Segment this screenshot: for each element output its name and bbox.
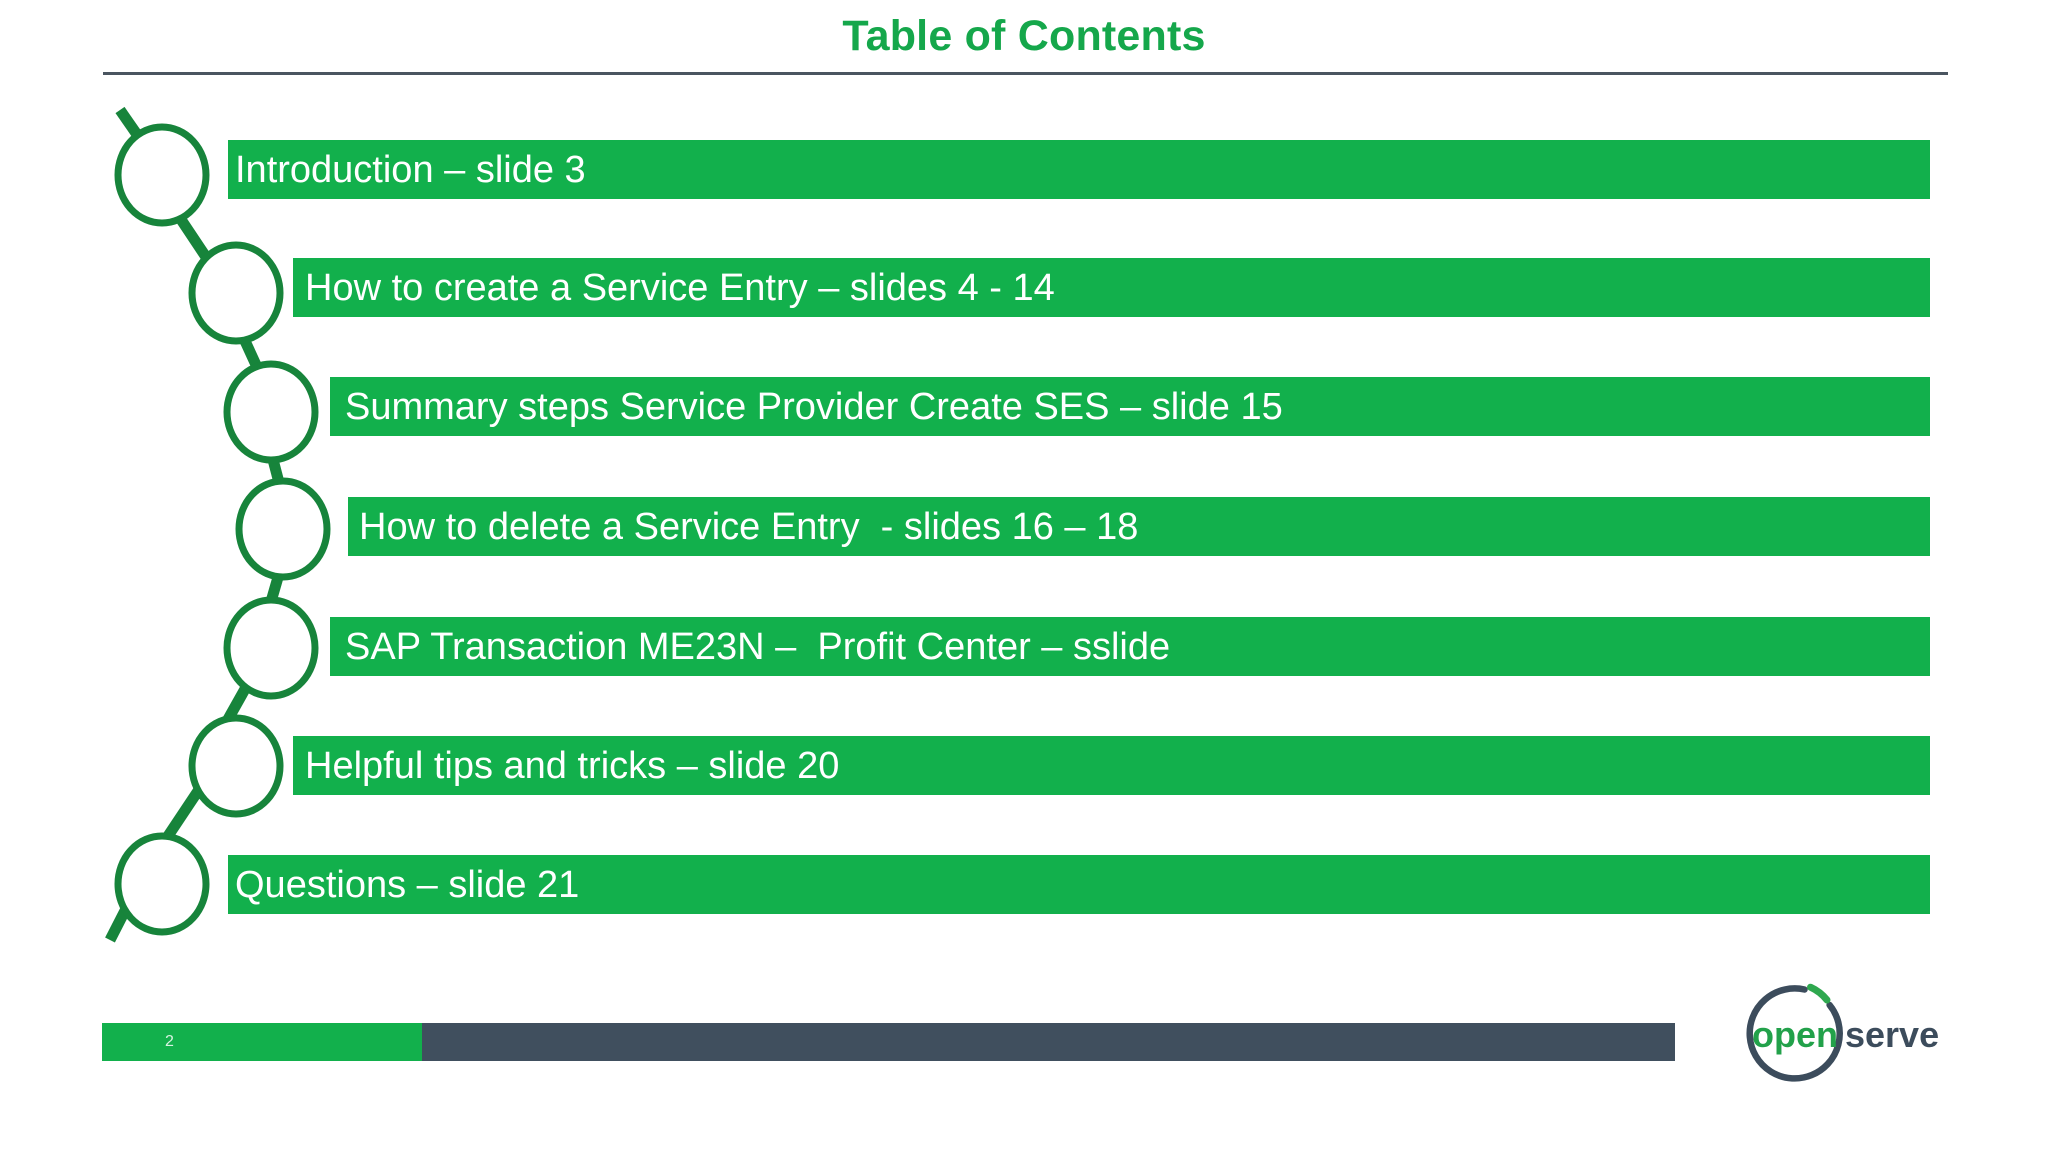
toc-item-create-service-entry[interactable]: How to create a Service Entry – slides 4… — [293, 258, 1930, 317]
toc-bar — [228, 855, 1930, 914]
toc-item-questions[interactable]: Questions – slide 21 — [228, 855, 1930, 914]
logo-word-serve: serve — [1845, 1014, 1939, 1055]
page-title: Table of Contents — [842, 12, 1206, 60]
toc-item-delete-service-entry[interactable]: How to delete a Service Entry - slides 1… — [348, 497, 1930, 556]
openserve-logo: open serve — [1746, 983, 1939, 1082]
toc-item-helpful-tips[interactable]: Helpful tips and tricks – slide 20 — [293, 736, 1930, 795]
footer-progress-filled: 2 — [102, 1023, 422, 1061]
title-divider — [103, 72, 1948, 75]
logo-word-open: open — [1752, 1014, 1838, 1055]
toc-bar — [293, 736, 1930, 795]
footer-progress-remaining — [422, 1023, 1675, 1061]
toc-item-summary-steps[interactable]: Summary steps Service Provider Create SE… — [330, 377, 1930, 436]
toc-item-label: How to create a Service Entry – slides 4… — [305, 266, 1055, 309]
toc-item-label: SAP Transaction ME23N – Profit Center – … — [345, 625, 1171, 668]
logo-ring-icon — [1746, 985, 1843, 1082]
page-number: 2 — [165, 1033, 174, 1050]
toc-item-label: How to delete a Service Entry - slides 1… — [359, 505, 1139, 548]
toc-bar — [228, 140, 1930, 199]
toc-item-label: Summary steps Service Provider Create SE… — [345, 385, 1283, 428]
toc-item-introduction[interactable]: Introduction – slide 3 — [228, 140, 1930, 199]
toc-bar — [293, 258, 1930, 317]
toc-item-sap-transaction[interactable]: SAP Transaction ME23N – Profit Center – … — [330, 617, 1930, 676]
footer-progress-bar: 2 — [102, 1023, 1675, 1061]
toc-bar — [330, 377, 1930, 436]
toc-item-label: Questions – slide 21 — [235, 863, 580, 906]
toc-list: Introduction – slide 3 How to create a S… — [228, 140, 1930, 914]
toc-item-label: Helpful tips and tricks – slide 20 — [305, 744, 840, 787]
toc-bar — [348, 497, 1930, 556]
toc-bar — [330, 617, 1930, 676]
toc-item-label: Introduction – slide 3 — [235, 148, 586, 191]
logo-arc-icon — [1807, 983, 1831, 1004]
